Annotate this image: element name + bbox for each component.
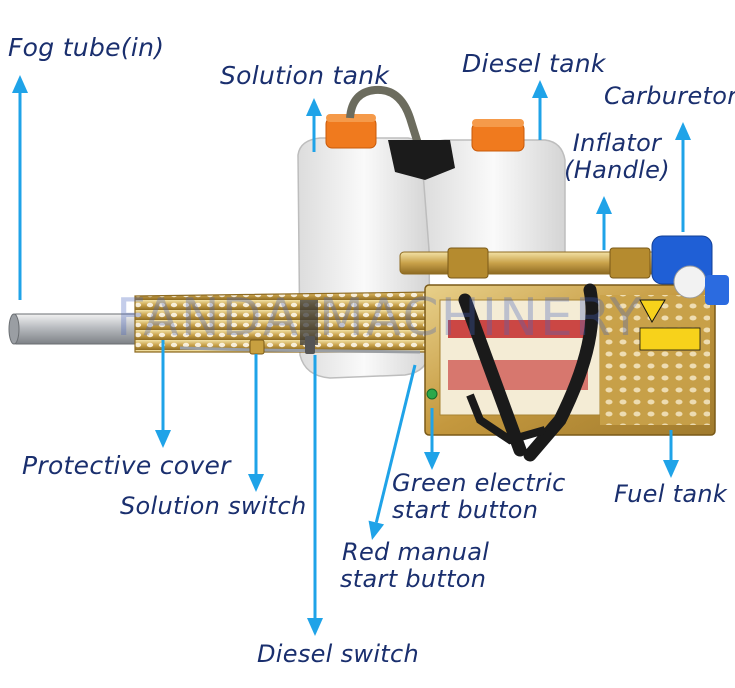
label-fog-tube: Fog tube(in) (8, 33, 165, 62)
arrow-green-button (424, 408, 440, 470)
label-diesel-switch: Diesel switch (257, 640, 419, 668)
label-green-button-line1: Green electric (392, 469, 566, 497)
label-red-button-line2: start button (340, 565, 487, 593)
label-red-button: Red manual start button (340, 539, 489, 593)
label-diesel-tank: Diesel tank (462, 49, 606, 78)
protective-cover-shape (134, 291, 433, 353)
arrow-fuel-tank (663, 430, 679, 478)
label-green-button: Green electric start button (392, 470, 566, 524)
label-solution-switch: Solution switch (120, 492, 307, 520)
arrow-diesel-switch (307, 355, 323, 636)
fog-tube-shape (8, 313, 143, 345)
arrow-fog-tube (12, 75, 28, 300)
arrow-solution-switch (248, 354, 264, 492)
diesel-tank-shape (421, 119, 566, 263)
label-protective-cover: Protective cover (22, 451, 231, 480)
arrow-carburetor (675, 122, 691, 232)
label-red-button-line1: Red manual (342, 538, 490, 566)
carburetor-shape (651, 235, 729, 305)
top-strap-shape (388, 140, 455, 180)
label-green-button-line2: start button (392, 496, 539, 524)
watermark: FANDA MACHINERY (116, 288, 644, 348)
arrow-solution-tank (306, 98, 322, 152)
arrow-protective-cover (155, 340, 171, 448)
green-button-shape (426, 388, 438, 400)
label-fuel-tank: Fuel tank (614, 480, 728, 508)
inflator-handle-shape (399, 247, 661, 279)
callout-arrows (12, 75, 691, 636)
label-inflator-line2: (Handle) (564, 156, 670, 184)
shoulder-strap-shape (458, 283, 599, 462)
hose-shape (346, 85, 424, 152)
label-inflator: Inflator (Handle) (562, 130, 672, 184)
label-carburetor: Carburetor (604, 82, 735, 110)
label-inflator-line1: Inflator (572, 129, 662, 157)
arrow-red-button (368, 364, 417, 540)
diesel-switch-shape (305, 336, 315, 354)
arrow-inflator (596, 196, 612, 250)
label-solution-tank: Solution tank (220, 61, 390, 90)
arrow-diesel-tank (532, 80, 548, 140)
